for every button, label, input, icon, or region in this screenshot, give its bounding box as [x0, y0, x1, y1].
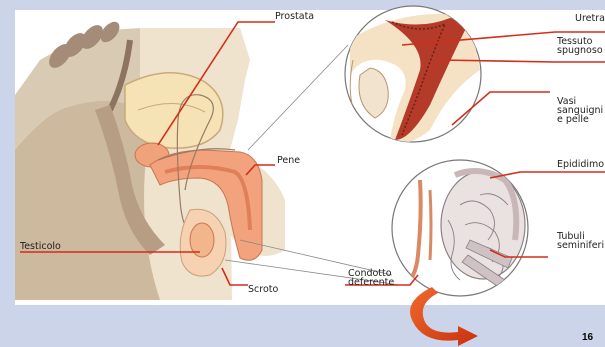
label-testicolo: Testicolo [20, 242, 61, 251]
label-tubuli-seminiferi: Tubuli seminiferi [557, 232, 604, 250]
page-number: 16 [582, 332, 593, 343]
label-epididimo: Epididimo [557, 160, 604, 169]
label-uretra: Uretra [575, 14, 605, 23]
label-scroto: Scroto [248, 285, 278, 294]
label-tessuto-spugnoso: Tessuto spugnoso [557, 37, 603, 55]
label-pene: Pene [277, 156, 300, 165]
magnifier-testis [392, 160, 528, 296]
label-prostata: Prostata [275, 12, 314, 21]
label-condotto-deferente: Condotto deferente [348, 269, 394, 287]
magnifier-penis [345, 6, 481, 143]
label-vasi-sanguigni: Vasi sanguigni e pelle [557, 97, 603, 124]
bladder [125, 73, 223, 148]
